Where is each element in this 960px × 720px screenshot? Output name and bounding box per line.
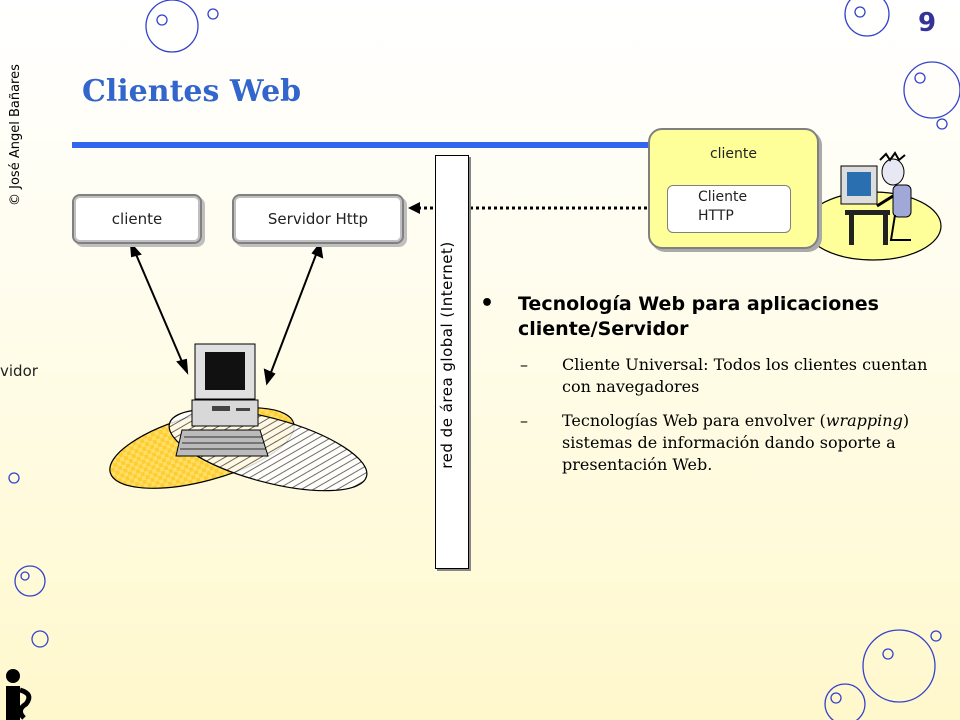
bullet-list: • Tecnología Web para aplicaciones clien… <box>480 291 940 476</box>
bullet-dot-icon: • <box>480 291 495 316</box>
http-client-line2: HTTP <box>698 208 734 224</box>
bullet-main: • Tecnología Web para aplicaciones clien… <box>480 291 940 342</box>
client-box: cliente <box>72 194 202 244</box>
arrowhead-left <box>408 202 420 214</box>
client-panel-label: cliente <box>709 146 758 162</box>
dash-icon: – <box>520 355 528 374</box>
truncated-label: vidor <box>0 362 38 380</box>
bullet-sub-2-after: ) sistemas de información dando soporte … <box>562 411 910 474</box>
title-rule <box>72 142 657 148</box>
bubbles <box>8 0 960 720</box>
computer-icon <box>175 343 269 457</box>
user-at-computer-icon <box>840 151 912 245</box>
network-label: red de área global (Internet) <box>438 241 456 469</box>
network-bar <box>435 155 469 569</box>
connection-arrows <box>129 241 324 386</box>
http-client-box: Cliente HTTP <box>667 185 791 233</box>
bullet-sub-2-italic: wrapping <box>825 411 903 430</box>
bullet-sub-2-before: Tecnologías Web para envolver ( <box>562 411 826 430</box>
bullet-sub-1-text: Cliente Universal: Todos los clientes cu… <box>562 355 928 396</box>
copyright-note: © José Angel Bañares <box>8 64 23 206</box>
page-number: 9 <box>917 8 937 38</box>
http-client-line1: Cliente <box>698 189 748 205</box>
http-server-box: Servidor Http <box>232 194 404 244</box>
slide-title: Clientes Web <box>82 74 302 109</box>
dash-icon: – <box>520 411 528 430</box>
bullet-main-text: Tecnología Web para aplicaciones cliente… <box>518 293 879 340</box>
bullet-sub-2: – Tecnologías Web para envolver (wrappin… <box>480 410 940 476</box>
client-panel: cliente Cliente HTTP <box>648 128 819 249</box>
institution-logo <box>6 669 32 720</box>
bullet-sub-1: – Cliente Universal: Todos los clientes … <box>480 354 940 398</box>
